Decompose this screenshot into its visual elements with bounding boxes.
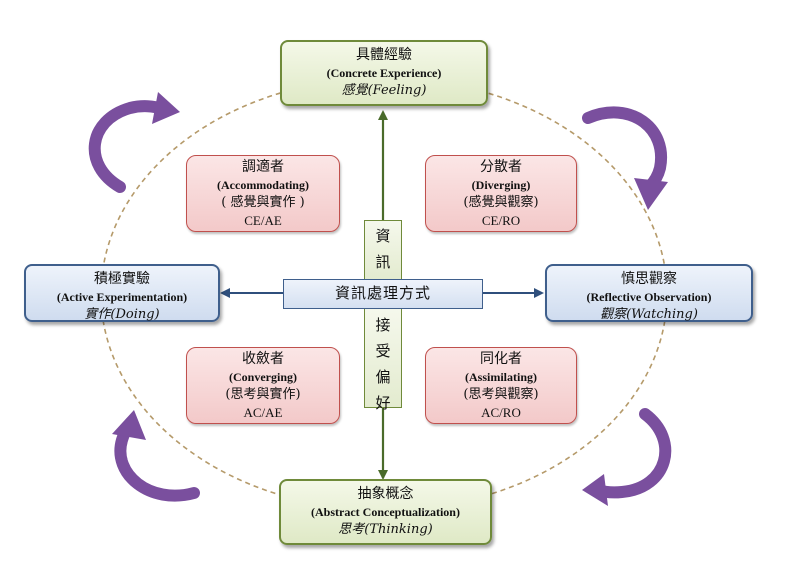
style-english: (Assimilating) (465, 370, 537, 384)
pole-mode: 感覺(Feeling) (341, 83, 427, 98)
cycle-arrow-bottom-right (582, 408, 672, 506)
pole-english: (Concrete Experience) (326, 66, 442, 80)
pole-mode: 思考(Thinking) (338, 522, 433, 537)
cycle-arrow-top-left (88, 92, 180, 193)
axis-label-processing: 資訊處理方式 (283, 279, 483, 309)
pole-english: (Abstract Conceptualization) (311, 505, 460, 519)
cycle-arrow-top-right (582, 106, 668, 210)
style-english: (Accommodating) (217, 178, 309, 192)
style-code: AC/RO (481, 405, 521, 420)
axis-char: 偏 (375, 368, 391, 386)
axis-char: 資 (375, 227, 391, 245)
style-title: 收斂者 (242, 351, 284, 367)
style-description: ( 感覺與實作 ) (221, 195, 305, 210)
cycle-arrow-bottom-left (112, 410, 200, 502)
axis-label-perception-top: 資 訊 (364, 220, 402, 280)
pole-abstract-conceptualization: 抽象概念 (Abstract Conceptualization) 思考(Thi… (279, 479, 492, 545)
style-description: (思考與觀察) (463, 387, 539, 402)
pole-title: 慎思觀察 (621, 271, 677, 287)
style-english: (Diverging) (471, 178, 531, 192)
pole-mode: 實作(Doing) (84, 307, 160, 322)
pole-english: (Active Experimentation) (56, 290, 188, 304)
axis-label-perception-bottom: 接 受 偏 好 (364, 309, 402, 412)
pole-active-experimentation: 積極實驗 (Active Experimentation) 實作(Doing) (24, 264, 220, 322)
style-converging: 收斂者 (Converging) (思考與實作) AC/AE (186, 347, 340, 424)
pole-concrete-experience: 具體經驗 (Concrete Experience) 感覺(Feeling) (280, 40, 488, 106)
style-code: AC/AE (243, 405, 283, 420)
style-description: (感覺與觀察) (463, 195, 539, 210)
axis-char: 好 (375, 394, 391, 412)
style-title: 分散者 (480, 159, 522, 175)
style-title: 調適者 (242, 159, 284, 175)
style-title: 同化者 (480, 351, 522, 367)
pole-reflective-observation: 慎思觀察 (Reflective Observation) 觀察(Watchin… (545, 264, 753, 322)
style-english: (Converging) (229, 370, 297, 384)
pole-title: 抽象概念 (357, 486, 414, 502)
style-code: CE/AE (244, 213, 282, 228)
pole-english: (Reflective Observation) (586, 290, 712, 304)
pole-title: 具體經驗 (356, 47, 412, 63)
style-diverging: 分散者 (Diverging) (感覺與觀察) CE/RO (425, 155, 577, 232)
style-code: CE/RO (481, 213, 521, 228)
axis-char: 訊 (375, 253, 391, 271)
axis-char: 受 (375, 342, 391, 360)
axis-char: 接 (375, 316, 391, 334)
style-description: (思考與實作) (225, 387, 301, 402)
pole-title: 積極實驗 (94, 271, 150, 287)
style-accommodating: 調適者 (Accommodating) ( 感覺與實作 ) CE/AE (186, 155, 340, 232)
style-assimilating: 同化者 (Assimilating) (思考與觀察) AC/RO (425, 347, 577, 424)
pole-mode: 觀察(Watching) (600, 307, 698, 322)
